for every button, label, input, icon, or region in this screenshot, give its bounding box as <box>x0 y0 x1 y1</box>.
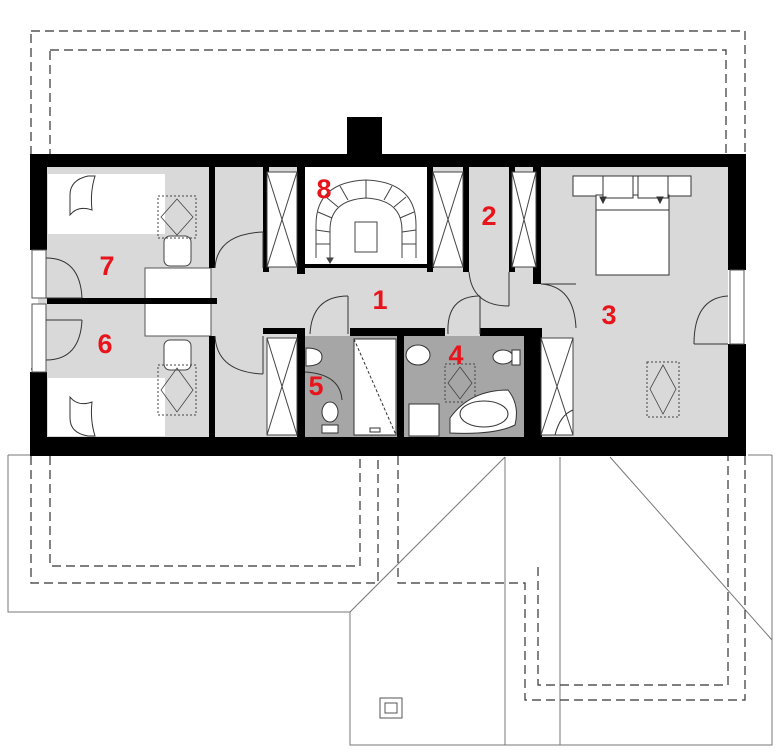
staircase <box>315 179 417 264</box>
desk-room-6 <box>144 302 212 337</box>
room-label-4: 4 <box>448 340 463 370</box>
room-label-2: 2 <box>481 201 496 231</box>
skylight-icon <box>379 697 403 719</box>
single-beds <box>69 175 96 437</box>
room-label-1: 1 <box>372 285 387 315</box>
room-labels: 1 2 3 4 5 6 7 8 <box>97 174 616 401</box>
bed-room-7 <box>48 174 165 234</box>
bathroom-5-fixtures <box>305 338 397 436</box>
room-label-8: 8 <box>316 174 331 204</box>
outer-walls <box>30 154 746 456</box>
chairs <box>163 235 192 371</box>
door-swings <box>45 231 729 436</box>
bed-room-6 <box>48 378 165 436</box>
room-label-7: 7 <box>99 251 114 281</box>
bathroom-4-fixtures <box>405 344 521 437</box>
windows <box>31 249 745 373</box>
wardrobe-crosses <box>266 171 574 436</box>
roof-outline <box>7 454 773 746</box>
double-bed <box>572 175 692 276</box>
room-label-5: 5 <box>308 371 323 401</box>
desk-room-7 <box>144 267 212 302</box>
dashed-boxes <box>157 195 680 418</box>
chimney <box>347 117 382 157</box>
dashed-box-diamonds <box>160 198 677 415</box>
door-lines <box>46 232 728 374</box>
room-label-6: 6 <box>97 329 112 359</box>
room-label-3: 3 <box>601 300 616 330</box>
